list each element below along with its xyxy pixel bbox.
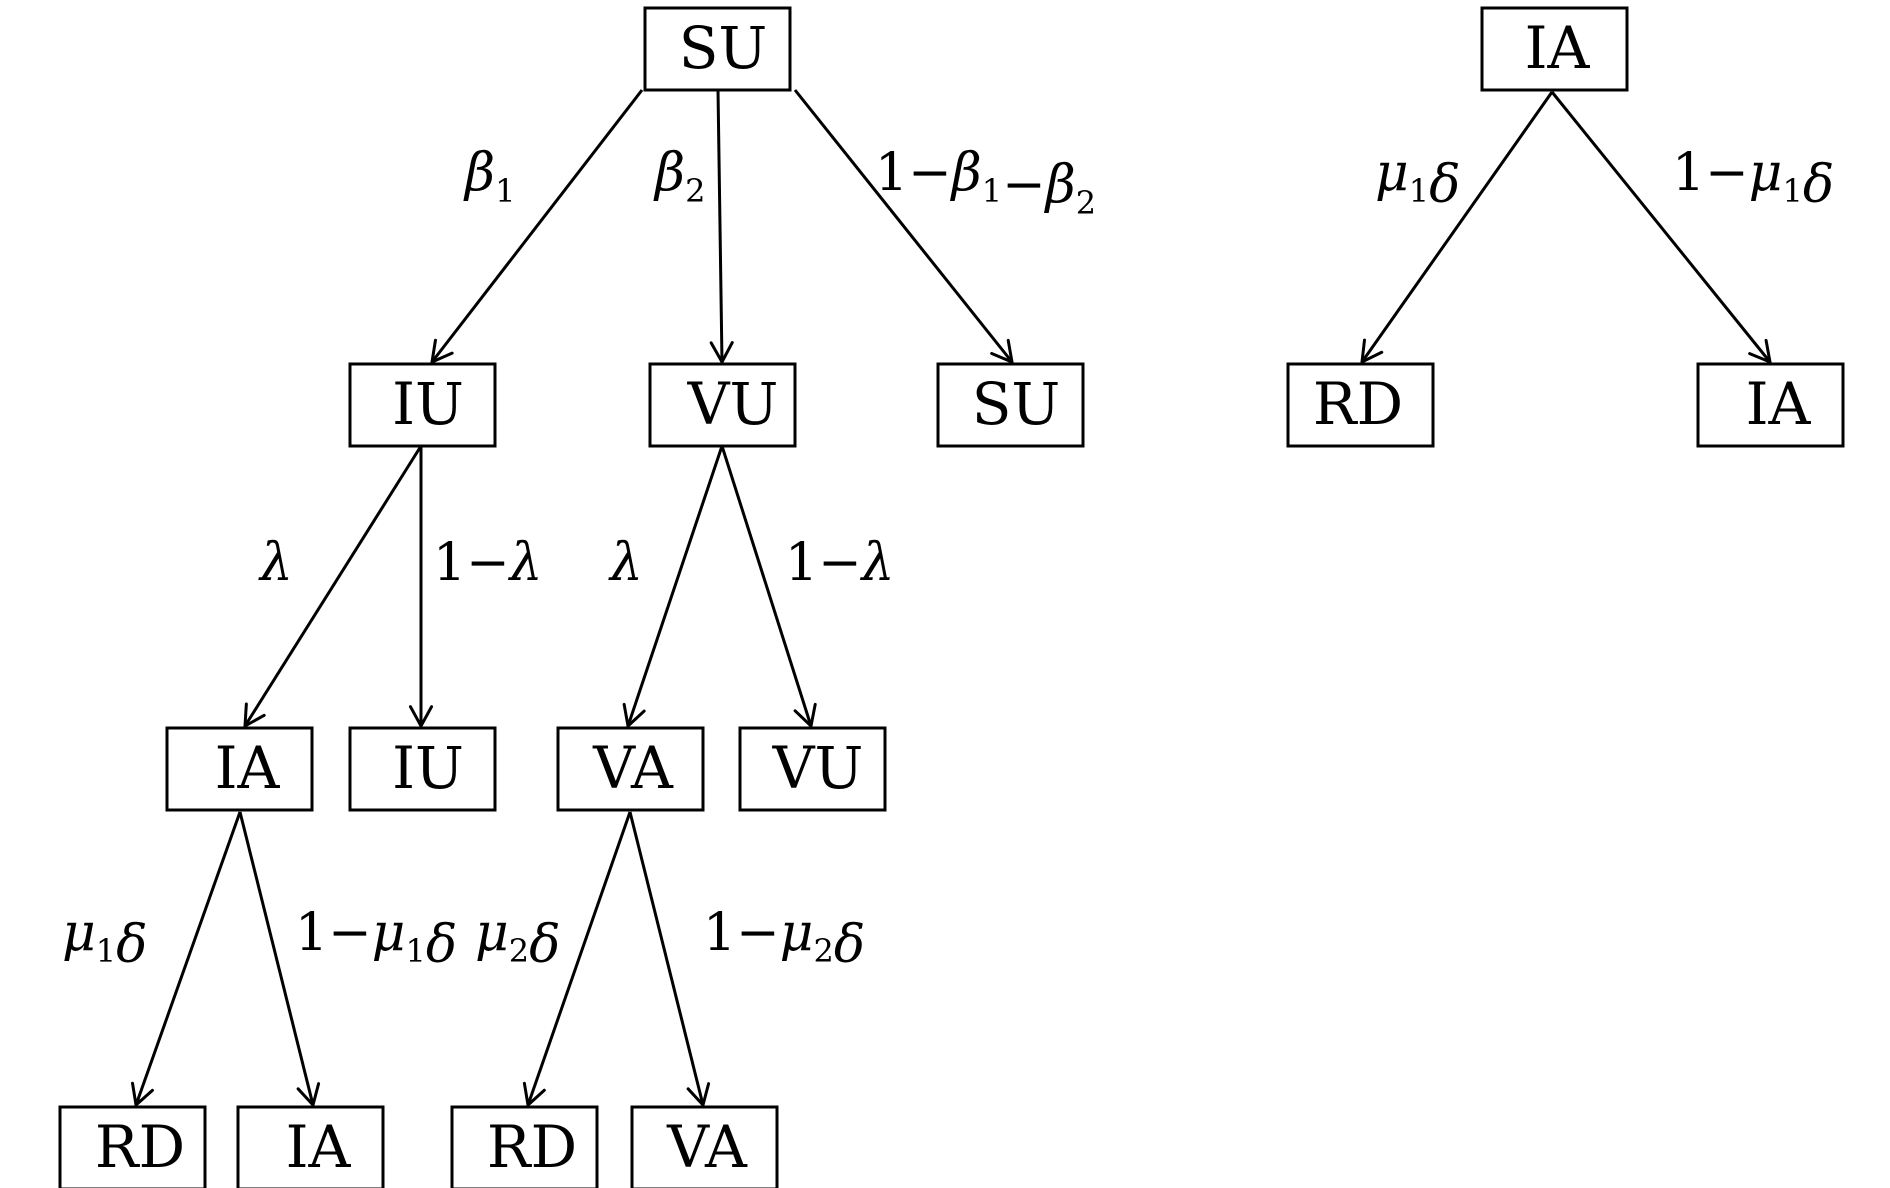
edge-probability-label: 1−μ1δ [295,903,457,975]
arrow-head-icon [1360,338,1384,365]
edge-line [238,811,315,1106]
node-iu: IU [348,362,497,448]
edge-line [1550,91,1772,363]
arrow-head-icon [522,1081,546,1108]
node-label: IA [1746,370,1812,438]
arrow-head-icon [408,705,434,730]
arrow-head-icon [622,702,646,729]
node-label: VA [592,734,674,802]
node-label: IU [392,734,464,802]
node-iu: IU [348,726,497,812]
node-label: SU [972,370,1061,438]
node-label: RD [95,1113,185,1181]
arrow-head-icon [131,1081,154,1108]
node-vu: VU [648,362,797,448]
node-label: IA [286,1113,352,1181]
node-ia: IA [165,726,314,812]
edge-arrow [720,445,817,729]
edge-line [526,811,632,1106]
node-label: IU [392,370,464,438]
edge-probability-label: 1−λ [433,533,543,593]
edge-line [628,811,705,1106]
arrow-head-icon [686,1082,711,1109]
edge-probability-label: λ [608,533,643,593]
edge-arrow [1550,91,1772,365]
edge-arrow [522,811,632,1108]
arrow-head-icon [243,702,266,729]
node-su-root: SU [643,6,792,92]
node-rd: RD [450,1105,599,1188]
edge-probability-label: 1−μ2δ [703,903,865,975]
edge-line [134,811,242,1106]
node-va: VA [630,1105,779,1188]
node-su: SU [936,362,1085,448]
edge-probability-label: β1 [463,143,515,210]
edge-arrow [430,89,644,365]
edges-layer [131,89,1772,1109]
edge-line [626,445,724,727]
edge-arrow [131,811,242,1108]
arrow-head-icon [430,338,454,365]
edge-line [243,445,423,727]
edge-arrow [628,811,711,1109]
edge-line [720,445,813,727]
node-ia: IA [236,1105,385,1188]
arrow-head-icon [709,341,734,366]
node-va: VA [556,726,705,812]
edge-arrow [238,811,321,1109]
arrow-head-icon [990,338,1014,365]
node-rd: RD [58,1105,207,1188]
edge-arrow [1360,91,1554,365]
node-vu: VU [738,726,887,812]
edge-line [793,89,1014,363]
edge-probability-label: μ2δ [475,903,560,975]
edge-arrow [709,89,734,366]
edge-probability-label: μ1δ [62,903,147,975]
arrow-head-icon [793,702,817,729]
edge-arrow [622,445,724,729]
edge-probability-label: 1−λ [785,533,895,593]
edge-arrow [408,446,434,730]
edge-line [716,89,724,363]
node-label: VU [687,370,779,438]
edge-probability-label: 1−β1−β2 [875,143,1096,222]
node-label: IA [1525,14,1591,82]
node-label: RD [1313,370,1403,438]
edge-line [1360,91,1554,363]
edge-line [430,89,644,363]
edge-arrow [243,445,423,729]
edge-arrow [793,89,1014,365]
node-label: VA [666,1113,748,1181]
node-ia: IA [1696,362,1845,448]
node-ia: IA [1480,6,1629,92]
arrow-head-icon [296,1082,321,1109]
nodes-layer: SU IU VU SU IA IU VA VU [58,6,1845,1188]
node-label: VU [772,734,864,802]
node-label: RD [487,1113,577,1181]
node-rd: RD [1286,362,1435,448]
edge-probability-label: β2 [653,143,705,210]
edge-probability-label: λ [258,533,293,593]
edge-probability-label: μ1δ [1375,143,1460,215]
edge-probability-label: 1−μ1δ [1672,143,1834,215]
node-label: IA [215,734,281,802]
node-label: SU [679,14,768,82]
arrow-head-icon [1748,338,1772,365]
